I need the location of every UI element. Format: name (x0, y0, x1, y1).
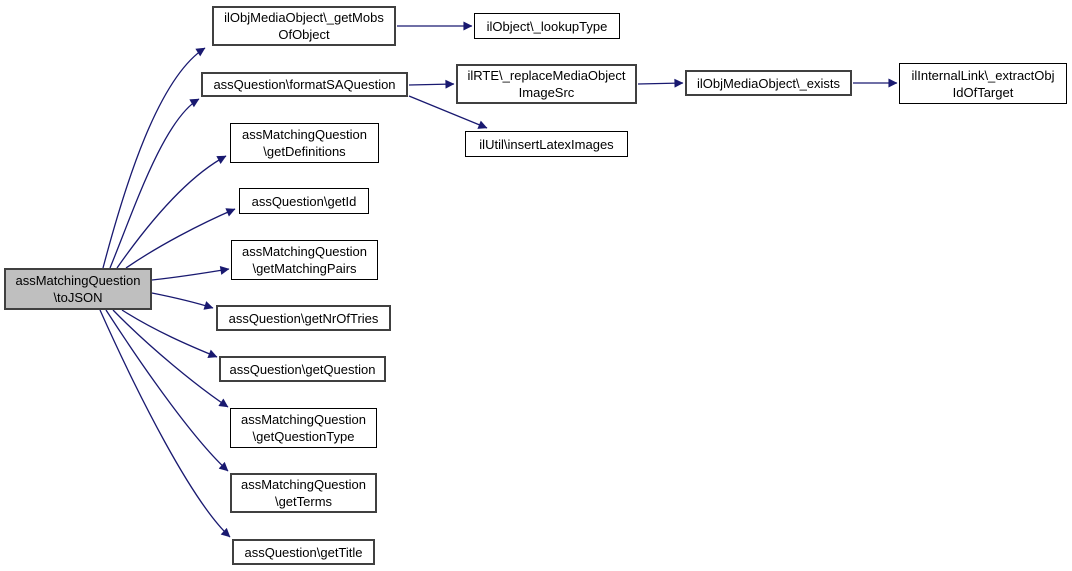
node-label-line: ilRTE\_replaceMediaObject (467, 68, 626, 83)
call-node-getNrOfTries[interactable]: assQuestion\getNrOfTries (216, 305, 391, 331)
node-label-line: assMatchingQuestion (240, 412, 366, 427)
node-label-line: \getDefinitions (263, 144, 346, 159)
node-label-line: ilInternalLink\_extractObj (911, 67, 1055, 83)
call-edge-formatSAQuestion-insertLatexImages (408, 95, 488, 129)
node-label-line: assQuestion\getNrOfTries (228, 310, 379, 326)
call-edge-toJSON-getTerms (105, 309, 229, 472)
call-edge-toJSON-getQuestion (121, 309, 218, 358)
node-label-line: ImageSrc (518, 85, 575, 100)
node-label-line: assMatchingQuestion (241, 127, 367, 142)
call-node-insertLatexImages[interactable]: ilUtil\insertLatexImages (465, 131, 628, 157)
node-label-line: \getTerms (274, 494, 333, 509)
call-edge-toJSON-getNrOfTries (151, 292, 214, 310)
call-node-getMatchingPairs[interactable]: assMatchingQuestion \getMatchingPairs (231, 240, 378, 280)
node-label-line: ilUtil\insertLatexImages (479, 136, 614, 152)
call-node-getQuestion[interactable]: assQuestion\getQuestion (219, 356, 386, 382)
call-node-formatSAQuestion[interactable]: assQuestion\formatSAQuestion (201, 72, 408, 97)
root-node-toJSON: assMatchingQuestion \toJSON (4, 268, 152, 310)
node-label-line: \getMatchingPairs (252, 261, 357, 276)
call-edge-toJSON-getQuestionType (112, 309, 229, 408)
node-label-line: ilObject\_lookupType (486, 18, 608, 34)
node-label-line: \getQuestionType (252, 429, 355, 444)
edge-group (99, 21, 898, 538)
call-node-getTerms[interactable]: assMatchingQuestion \getTerms (230, 473, 377, 513)
call-edge-formatSAQuestion-replaceMediaObjectImageSrc (408, 79, 455, 89)
node-label-line: ilObjMediaObject\_exists (696, 75, 841, 91)
node-label-line: assMatchingQuestion (241, 244, 367, 259)
node-label-line: assMatchingQuestion (15, 273, 141, 288)
call-edge-toJSON-getTitle (99, 309, 231, 538)
node-label-line: assQuestion\getQuestion (229, 361, 376, 377)
node-label-line: assQuestion\getTitle (244, 544, 363, 560)
node-label-line: \toJSON (53, 290, 103, 305)
call-edge-toJSON-getMatchingPairs (151, 265, 230, 281)
call-edge-toJSON-getMobsOfObject (102, 47, 206, 269)
node-label-line: IdOfTarget (952, 84, 1014, 100)
call-node-getId[interactable]: assQuestion\getId (239, 188, 369, 214)
call-node-lookupType[interactable]: ilObject\_lookupType (474, 13, 620, 39)
node-label-line: OfObject (278, 27, 330, 42)
call-edge-toJSON-getId (125, 208, 236, 269)
call-edge-toJSON-getDefinitions (116, 155, 227, 269)
call-node-getTitle[interactable]: assQuestion\getTitle (232, 539, 375, 565)
node-label-line: assQuestion\formatSAQuestion (213, 77, 396, 92)
call-edge-replaceMediaObjectImageSrc-exists (637, 78, 684, 88)
call-node-getDefinitions[interactable]: assMatchingQuestion \getDefinitions (230, 123, 379, 163)
node-label-line: assQuestion\getId (251, 193, 357, 209)
node-label-line: assMatchingQuestion (240, 477, 366, 492)
call-node-getQuestionType[interactable]: assMatchingQuestion \getQuestionType (230, 408, 377, 448)
call-node-exists[interactable]: ilObjMediaObject\_exists (685, 70, 852, 96)
node-label-line: ilObjMediaObject\_getMobs (224, 10, 384, 25)
call-edge-toJSON-formatSAQuestion (109, 98, 200, 269)
